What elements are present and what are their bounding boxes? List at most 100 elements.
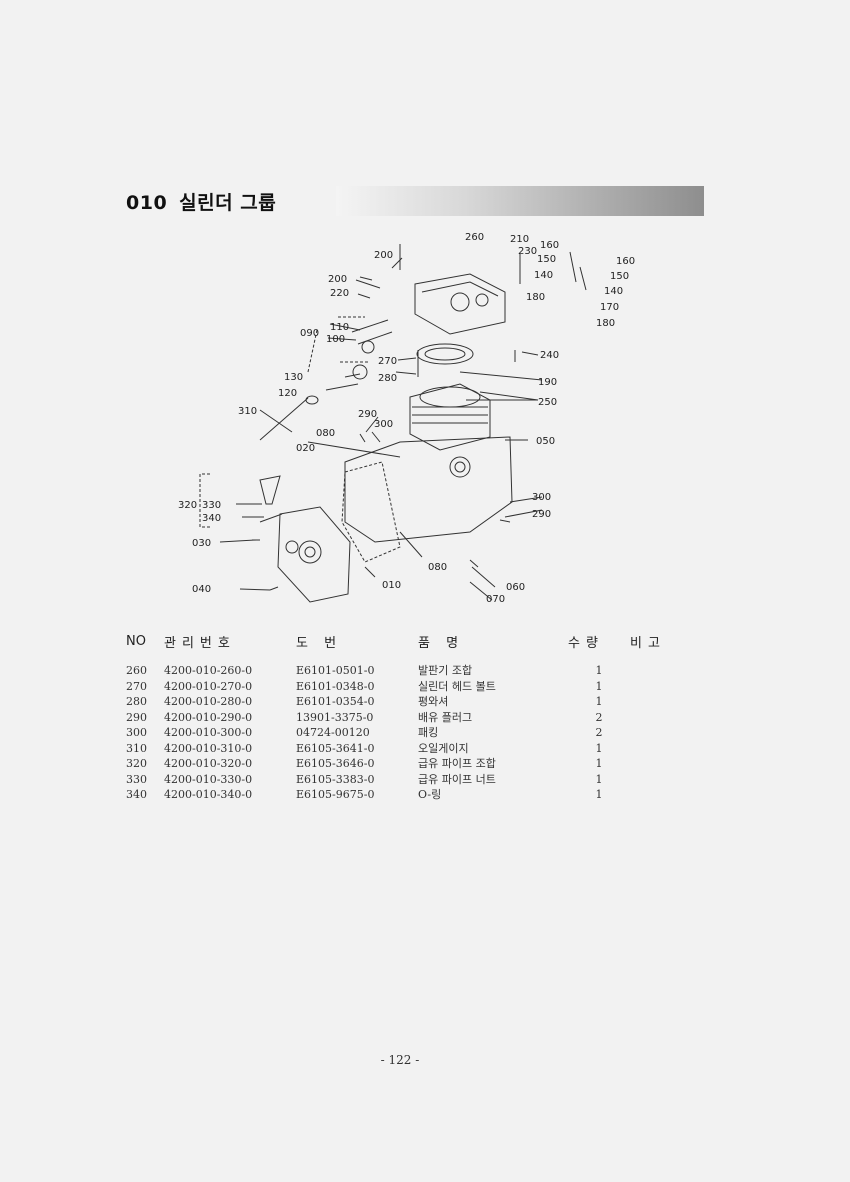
header-no: NO (126, 634, 146, 649)
callout-label: 050 (536, 436, 555, 447)
cell-drawing-number: E6101-0348-0 (296, 679, 375, 693)
cell-quantity: 1 (595, 664, 603, 677)
exploded-parts-diagram: 260 210 230 160 150 160 150 140 140 170 … (160, 222, 660, 612)
cell-drawing-number: 13901-3375-0 (296, 710, 374, 724)
cell-part-name: 실린더 헤드 볼트 (418, 679, 496, 693)
section-title: 010 실린더 그룹 (126, 188, 288, 215)
section-header: 010 실린더 그룹 (126, 184, 704, 218)
callout-label: 200 (328, 274, 347, 285)
callout-label: 220 (330, 288, 349, 299)
callout-label: 040 (192, 584, 211, 595)
cell-part-name: 오일게이지 (418, 741, 469, 755)
table-row: 280 4200-010-280-0 E6101-0354-0 평와셔 1 (126, 694, 696, 710)
callout-label: 320 (178, 500, 197, 511)
cell-quantity: 2 (595, 710, 603, 724)
cell-management-number: 4200-010-290-0 (164, 710, 253, 724)
cell-drawing-number: E6101-0354-0 (296, 695, 375, 708)
cell-no: 310 (126, 741, 147, 755)
cell-management-number: 4200-010-340-0 (164, 788, 253, 801)
callout-label: 140 (534, 270, 553, 281)
cell-part-name: 평와셔 (418, 695, 449, 708)
cell-management-number: 4200-010-280-0 (164, 695, 253, 708)
cell-drawing-number: 04724-00120 (296, 726, 370, 739)
callout-label: 110 (330, 322, 349, 333)
callout-label: 030 (192, 538, 211, 549)
table-row: 270 4200-010-270-0 E6101-0348-0 실린더 헤드 볼… (126, 679, 696, 695)
cell-part-name: 급유 파이프 너트 (418, 772, 496, 786)
section-name: 실린더 그룹 (179, 192, 277, 214)
header-remarks: 비고 (630, 636, 666, 651)
table-row: 330 4200-010-330-0 E6105-3383-0 급유 파이프 너… (126, 772, 696, 788)
callout-label: 300 (374, 419, 393, 430)
header-part-name: 품 명 (418, 636, 465, 651)
callout-label: 170 (600, 302, 619, 313)
cell-remarks (630, 787, 696, 803)
cell-remarks (630, 694, 696, 710)
parts-diagram-svg: 260 210 230 160 150 160 150 140 140 170 … (178, 232, 635, 605)
cell-remarks (630, 756, 696, 772)
cell-quantity: 1 (595, 772, 603, 786)
callout-label: 300 (532, 492, 551, 503)
cell-drawing-number: E6105-3383-0 (296, 772, 375, 786)
cylinder-block-shape (409, 383, 491, 451)
callout-label: 310 (238, 406, 257, 417)
table-row: 290 4200-010-290-0 13901-3375-0 배유 플러그 2 (126, 710, 696, 726)
callout-label: 080 (316, 428, 335, 439)
cell-part-name: 패킹 (418, 726, 439, 739)
cell-remarks (630, 772, 696, 788)
cell-quantity: 1 (595, 679, 603, 693)
cell-no: 260 (126, 664, 147, 677)
callout-label: 210 (510, 234, 529, 245)
cell-quantity: 1 (595, 757, 603, 770)
table-row: 260 4200-010-260-0 E6101-0501-0 발판기 조합 1 (126, 663, 696, 679)
cell-part-name: 배유 플러그 (418, 710, 473, 724)
callout-label: 260 (465, 232, 484, 243)
cell-remarks (630, 663, 696, 679)
cell-quantity: 1 (595, 695, 603, 708)
page-number: - 122 - (380, 1053, 420, 1067)
cell-no: 300 (126, 726, 147, 739)
table-row: 320 4200-010-320-0 E6105-3646-0 급유 파이프 조… (126, 756, 696, 772)
cell-management-number: 4200-010-330-0 (164, 772, 253, 786)
callout-label: 130 (284, 372, 303, 383)
cylinder-head-shape (414, 273, 506, 335)
callout-label: 190 (538, 377, 557, 388)
cell-part-name: O-링 (418, 788, 442, 801)
callout-label: 230 (518, 246, 537, 257)
section-number: 010 (126, 192, 168, 214)
callout-label: 240 (540, 350, 559, 361)
callout-label: 250 (538, 397, 557, 408)
callout-label: 330 (202, 500, 221, 511)
callout-label: 080 (428, 562, 447, 573)
callout-label: 120 (278, 388, 297, 399)
cell-no: 290 (126, 710, 147, 724)
cell-remarks (630, 725, 696, 741)
parts-table: NO 관리번호 도 번 품 명 수량 비고 260 4200-010-260-0… (126, 632, 696, 803)
header-drawing-number: 도 번 (296, 636, 343, 651)
case-gasket-shape (341, 461, 401, 563)
callout-label: 150 (610, 271, 629, 282)
callout-label: 280 (378, 373, 397, 384)
callout-label: 200 (374, 250, 393, 261)
cell-no: 330 (126, 772, 147, 786)
cell-management-number: 4200-010-320-0 (164, 757, 253, 770)
cell-drawing-number: E6105-3646-0 (296, 757, 375, 770)
callout-label: 180 (596, 318, 615, 329)
cell-remarks (630, 741, 696, 757)
cell-remarks (630, 710, 696, 726)
cell-drawing-number: E6105-3641-0 (296, 741, 375, 755)
cell-no: 280 (126, 695, 147, 708)
cell-no: 270 (126, 679, 147, 693)
cell-drawing-number: E6105-9675-0 (296, 788, 375, 801)
table-row: 310 4200-010-310-0 E6105-3641-0 오일게이지 1 (126, 741, 696, 757)
header-quantity: 수량 (568, 636, 604, 651)
callout-label: 060 (506, 582, 525, 593)
table-row: 340 4200-010-340-0 E6105-9675-0 O-링 1 (126, 787, 696, 803)
callout-label: 070 (486, 594, 505, 605)
cell-remarks (630, 679, 696, 695)
callout-label: 160 (616, 256, 635, 267)
cell-management-number: 4200-010-310-0 (164, 741, 253, 755)
crankcase-shape (344, 436, 513, 543)
section-header-bar (336, 186, 704, 216)
callout-label: 290 (358, 409, 377, 420)
